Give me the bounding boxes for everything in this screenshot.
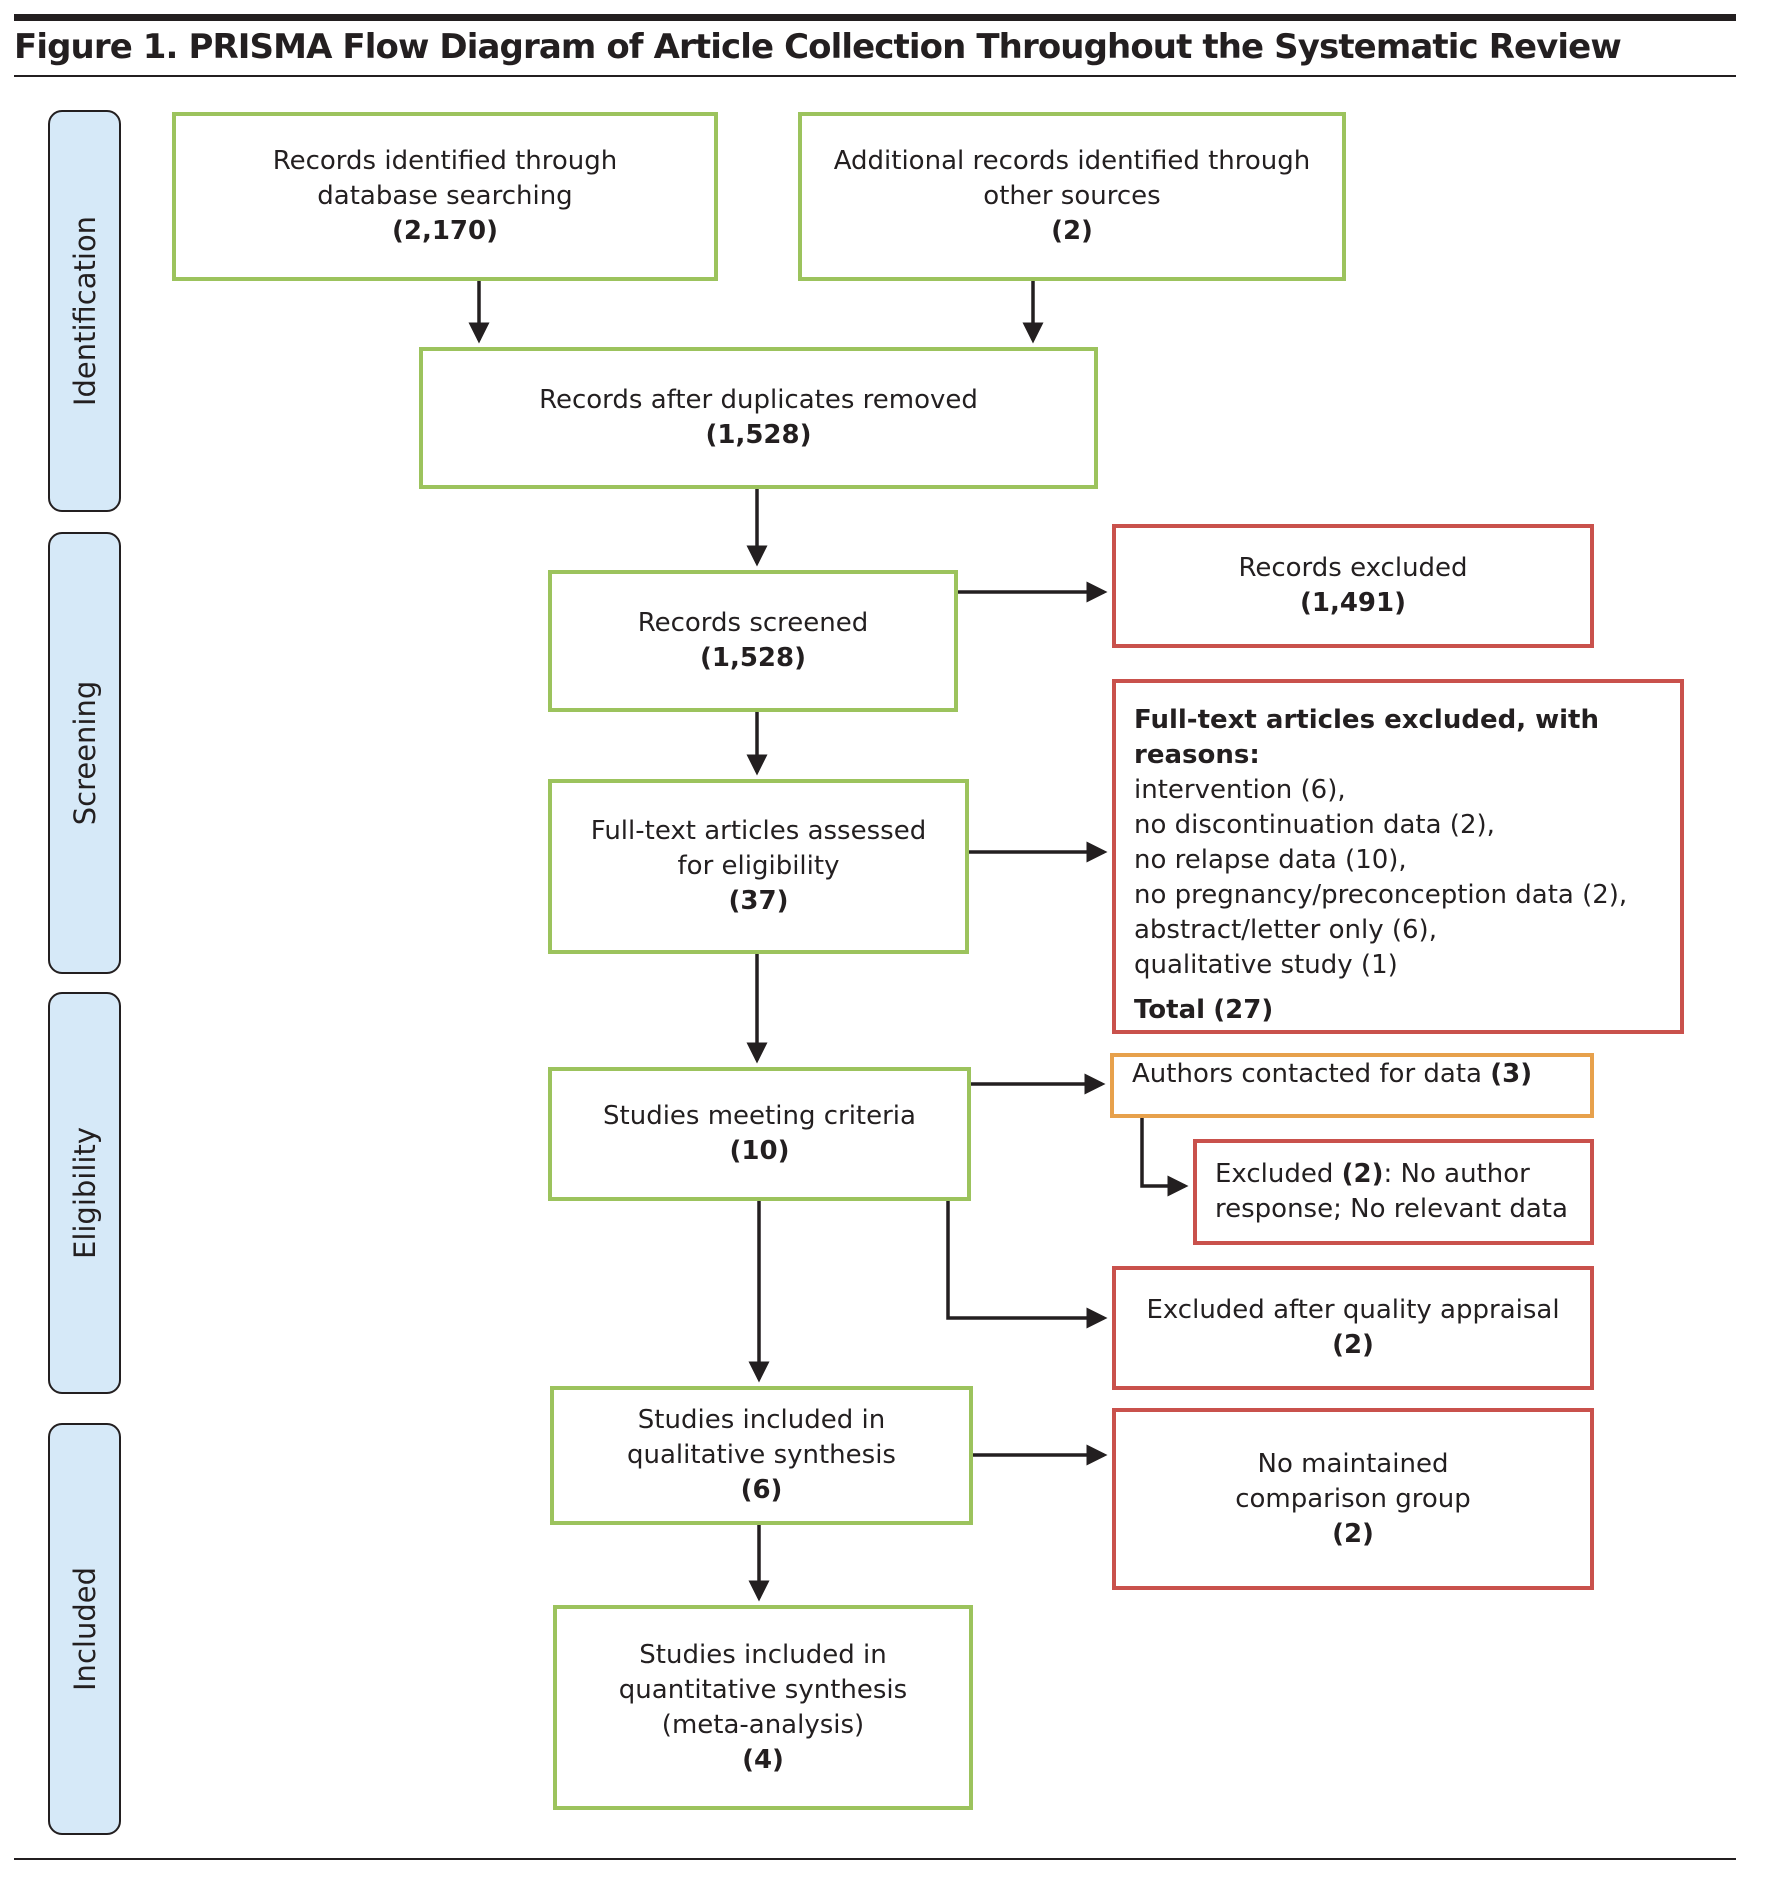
- exclusion-total: Total (27): [1134, 993, 1273, 1028]
- phase-identification: Identification: [48, 110, 121, 512]
- fulltext-excluded-box: Full-text articles excluded, with reason…: [1112, 679, 1684, 1034]
- records-screened-box: Records screened (1,528): [548, 570, 958, 712]
- qualitative-synthesis-box: Studies included in qualitative synthesi…: [550, 1386, 973, 1525]
- arrow-authors-to-no-response: [1140, 1118, 1189, 1197]
- authors-contacted-count: (3): [1490, 1059, 1533, 1089]
- fulltext-assessed-label: Full-text articles assessed for eligibil…: [590, 816, 927, 881]
- records-excluded-label: Records excluded: [1238, 553, 1468, 583]
- no-comparison-label: No maintained comparison group: [1235, 1448, 1471, 1514]
- authors-contacted-label: Authors contacted for data: [1132, 1059, 1482, 1089]
- exclusion-total-count: (27): [1213, 995, 1274, 1025]
- no-comparison-box: No maintained comparison group (2): [1112, 1408, 1594, 1590]
- fulltext-excluded-heading: Full-text articles excluded, with reason…: [1134, 705, 1599, 770]
- database-records-count: (2,170): [391, 216, 498, 246]
- fulltext-assessed-count: (37): [728, 886, 789, 916]
- phase-screening: Screening: [48, 532, 121, 974]
- phase-eligibility: Eligibility: [48, 992, 121, 1394]
- other-sources-count: (2): [1051, 216, 1093, 246]
- title-rule: [14, 75, 1736, 77]
- meeting-criteria-box: Studies meeting criteria (10): [548, 1067, 971, 1201]
- qualitative-synthesis-count: (6): [740, 1475, 783, 1505]
- exclusion-total-label: Total: [1134, 995, 1206, 1025]
- bottom-rule: [14, 1858, 1736, 1860]
- records-screened-count: (1,528): [699, 643, 806, 673]
- records-excluded-box: Records excluded (1,491): [1112, 524, 1594, 648]
- database-records-label: Records identified through database sear…: [272, 146, 618, 211]
- fulltext-assessed-box: Full-text articles assessed for eligibil…: [548, 779, 969, 954]
- exclusion-reason: no pregnancy/preconception data (2),: [1134, 880, 1628, 910]
- arrow-criteria-to-quality: [946, 1201, 1108, 1329]
- quantitative-synthesis-label: Studies included in quantitative synthes…: [618, 1639, 908, 1740]
- records-excluded-count: (1,491): [1299, 588, 1406, 618]
- database-records-box: Records identified through database sear…: [172, 112, 718, 281]
- top-rule: [14, 14, 1736, 21]
- excluded-no-response-count: (2): [1341, 1159, 1384, 1189]
- other-sources-box: Additional records identified through ot…: [798, 112, 1346, 281]
- exclusion-reason: qualitative study (1): [1134, 950, 1398, 980]
- duplicates-removed-label: Records after duplicates removed: [539, 385, 978, 415]
- meeting-criteria-label: Studies meeting criteria: [603, 1101, 916, 1131]
- exclusion-reason: no discontinuation data (2),: [1134, 810, 1495, 840]
- meeting-criteria-count: (10): [729, 1136, 790, 1166]
- excluded-quality-label: Excluded after quality appraisal: [1146, 1295, 1560, 1325]
- quantitative-synthesis-count: (4): [742, 1744, 784, 1775]
- excluded-no-response-label: Excluded: [1215, 1159, 1334, 1189]
- exclusion-reason: abstract/letter only (6),: [1134, 915, 1437, 945]
- qualitative-synthesis-label: Studies included in qualitative synthesi…: [627, 1405, 896, 1470]
- duplicates-removed-count: (1,528): [705, 420, 812, 450]
- excluded-no-response-reason: : No author response; No relevant data: [1215, 1159, 1568, 1224]
- records-screened-label: Records screened: [637, 608, 869, 638]
- authors-contacted-box: Authors contacted for data (3): [1110, 1053, 1594, 1118]
- excluded-quality-box: Excluded after quality appraisal (2): [1112, 1266, 1594, 1390]
- duplicates-removed-box: Records after duplicates removed (1,528): [419, 347, 1098, 489]
- figure-title: Figure 1. PRISMA Flow Diagram of Article…: [14, 27, 1622, 67]
- excluded-no-response-box: Excluded (2): No author response; No rel…: [1193, 1139, 1594, 1245]
- no-comparison-count: (2): [1332, 1518, 1374, 1549]
- excluded-quality-count: (2): [1332, 1330, 1374, 1360]
- exclusion-reason: no relapse data (10),: [1134, 845, 1407, 875]
- quantitative-synthesis-box: Studies included in quantitative synthes…: [553, 1605, 973, 1810]
- other-sources-label: Additional records identified through ot…: [833, 146, 1311, 211]
- phase-included: Included: [48, 1423, 121, 1835]
- exclusion-reason: intervention (6),: [1134, 775, 1346, 805]
